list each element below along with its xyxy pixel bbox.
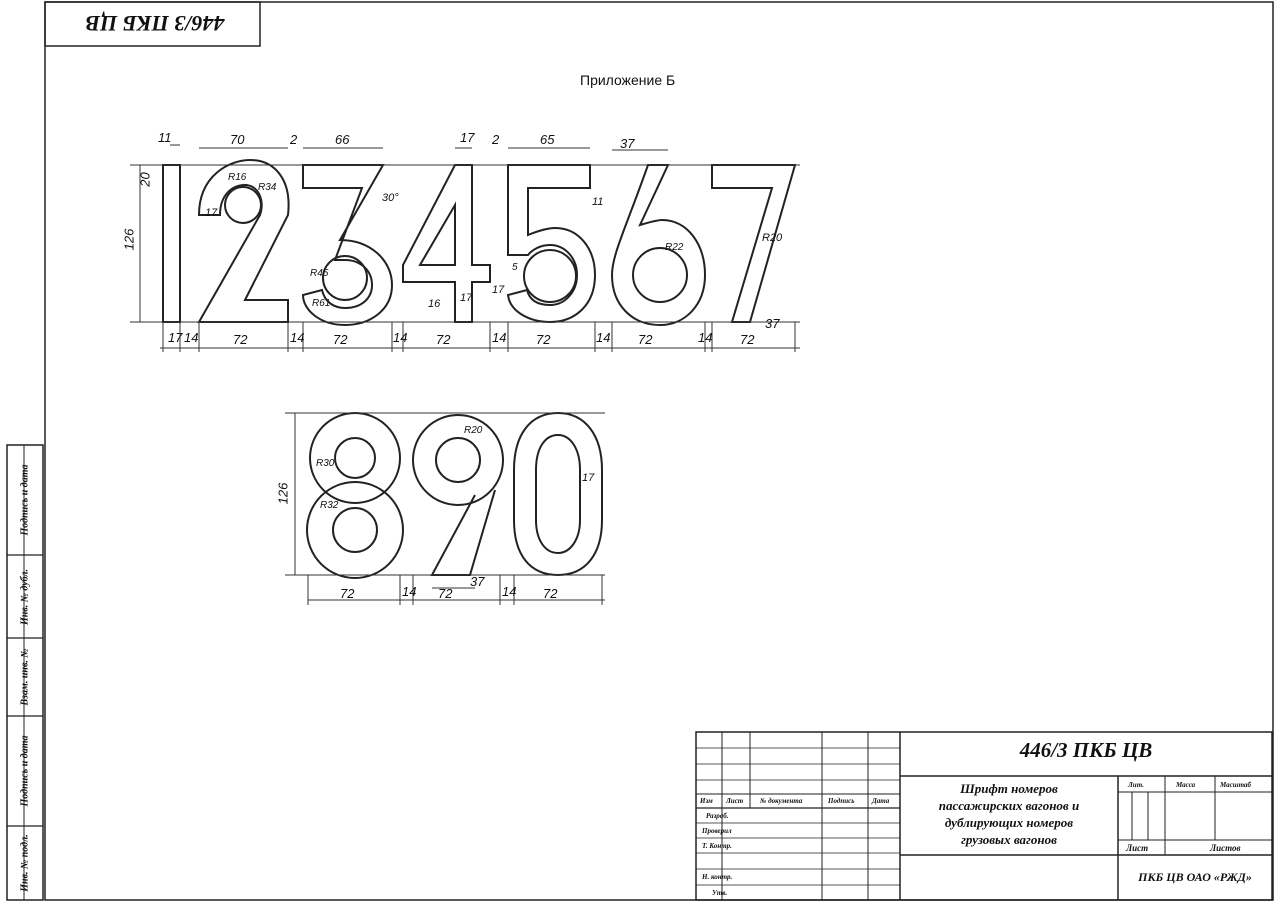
dim-30deg: 30° <box>382 192 399 204</box>
side-cell-replace-inventory: Взам. инв. № <box>19 648 31 706</box>
dim2-r32: R32 <box>320 500 339 511</box>
dim-r45-a: R45 <box>310 268 329 279</box>
title-block-grid <box>695 731 1273 901</box>
dim-top-2b: 2 <box>492 132 500 147</box>
dim-bottom-72a: 72 <box>233 332 248 347</box>
title-line-4: грузовых вагонов <box>961 832 1057 847</box>
tb-list: Лист <box>1126 843 1149 853</box>
digits-row-2 <box>306 411 603 579</box>
dim-bottom-14f: 14 <box>698 330 713 345</box>
dim-5: 11 <box>592 196 604 208</box>
dim-32: 16 <box>428 298 441 310</box>
dim-r16-a: R16 <box>228 172 247 183</box>
dim-top-2a: 2 <box>290 132 298 147</box>
dim-17-a: 17 <box>205 207 218 219</box>
tb-organization: ПКБ ЦВ ОАО «РЖД» <box>1138 870 1252 884</box>
dim-17-b: 17 <box>460 292 473 304</box>
dim-top-65: 65 <box>540 132 555 147</box>
side-cell-original-inventory: Инв. № подл. <box>19 834 31 892</box>
tb-header-date: Дата <box>872 797 890 805</box>
dim-top-66: 66 <box>335 132 350 147</box>
dim-bottom-14c: 14 <box>393 330 408 345</box>
title-line-1: Шрифт номеров <box>960 781 1058 796</box>
side-cell-signature-date-2: Подпись и дата <box>19 735 31 807</box>
tb-listov: Листов <box>1210 843 1241 853</box>
dim2-37: 37 <box>470 574 485 589</box>
dim-r34: R34 <box>258 182 277 193</box>
dim-top-37: 37 <box>620 136 635 151</box>
title-block-title: Шрифт номеров пассажирских вагонов и дуб… <box>900 780 1118 848</box>
tb-role-utv: Утв. <box>712 889 728 897</box>
tb-masshtab: Масштаб <box>1220 781 1252 789</box>
dim-bottom-14a: 14 <box>184 330 199 345</box>
dim-bottom-72e: 72 <box>638 332 653 347</box>
stamp-code: 446/3 ПКБ ЦВ <box>85 11 225 36</box>
title-line-2: пассажирских вагонов и <box>938 798 1080 813</box>
dim-bottom-72d: 72 <box>536 332 551 347</box>
dim-bottom-14b: 14 <box>290 330 305 345</box>
dim2-left-126: 126 <box>275 482 291 505</box>
tb-role-razrab: Разраб. <box>706 812 729 820</box>
side-cell-dup-inventory: Инв. № дубл. <box>19 568 31 625</box>
tb-massa: Масса <box>1176 781 1196 789</box>
dimension-lines-row-1 <box>130 144 800 352</box>
dim2-bottom-72c: 72 <box>543 586 558 601</box>
title-block-code: 446/3 ПКБ ЦВ <box>1019 738 1153 762</box>
tb-role-proveril: Проверил <box>702 827 732 835</box>
dim-left-126: 126 <box>121 228 137 251</box>
dim2-bottom-72a: 72 <box>340 586 355 601</box>
dim-top-70: 70 <box>230 132 245 147</box>
tb-role-tkontr: Т. Контр. <box>702 842 732 850</box>
dim-bottom-72f: 72 <box>740 332 755 347</box>
dim-bottom-14d: 14 <box>492 330 507 345</box>
dim-11: 17 <box>492 284 505 296</box>
tb-lit: Лит. <box>1128 781 1144 789</box>
dim-r20: R22 <box>665 242 684 253</box>
title-line-3: дублирующих номеров <box>944 815 1074 830</box>
tb-role-nkontr: Н. контр. <box>702 873 733 881</box>
dim-bottom-72b: 72 <box>333 332 348 347</box>
dim-top-17: 17 <box>460 130 475 145</box>
dimension-lines-row-2 <box>285 412 605 605</box>
dim2-r30: R30 <box>316 458 335 469</box>
appendix-heading: Приложение Б <box>580 72 676 88</box>
dim-bottom-14e: 14 <box>596 330 611 345</box>
dim2-bottom-72b: 72 <box>438 586 453 601</box>
tb-header-doc: № документа <box>760 797 803 805</box>
side-cell-signature-date-1: Подпись и дата <box>19 464 31 536</box>
dim-r61-a: R61 <box>312 298 331 309</box>
dim2-17: 17 <box>582 472 595 484</box>
tb-header-sign: Подпись <box>828 797 855 805</box>
dim-r45-b: 5 <box>512 262 518 273</box>
dim-17-c: R20 <box>762 232 783 244</box>
dim-left-20: 20 <box>137 172 153 187</box>
dim-bottom-72c: 72 <box>436 332 451 347</box>
dim-bottom-37: 37 <box>765 316 780 331</box>
tb-header-list: Лист <box>726 797 744 805</box>
dim2-r20: R20 <box>464 425 483 436</box>
dim-bottom-17: 17 <box>168 330 183 345</box>
dim2-bottom-14b: 14 <box>502 584 517 599</box>
dim-top-11: 11 <box>158 130 172 145</box>
tb-header-izm: Изм <box>700 797 713 805</box>
dim2-bottom-14a: 14 <box>402 584 417 599</box>
